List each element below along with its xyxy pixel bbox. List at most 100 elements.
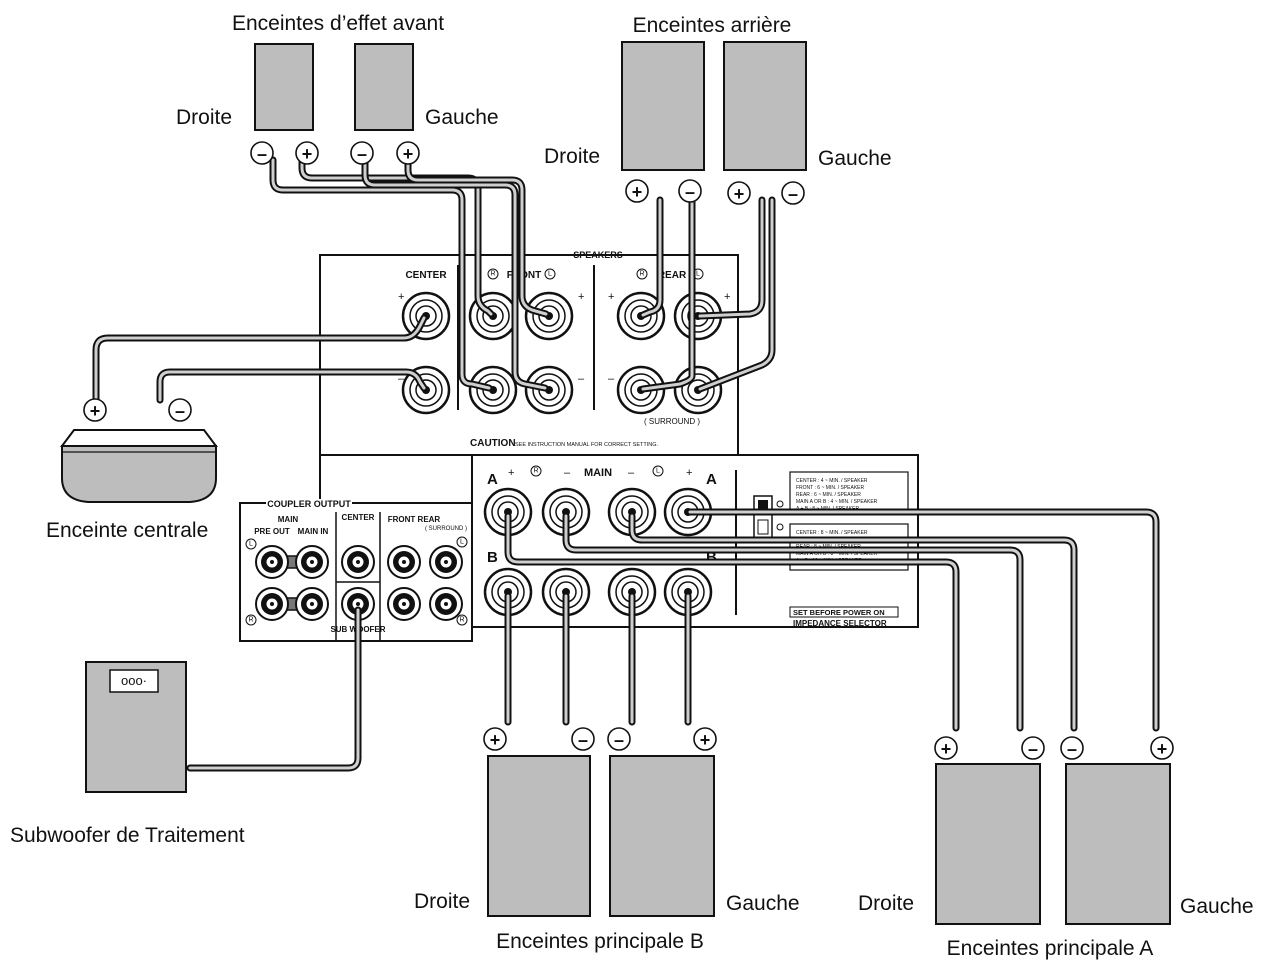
svg-text:FRONT REAR: FRONT REAR bbox=[388, 515, 441, 524]
wire-front-l-plus bbox=[404, 156, 550, 318]
front-effect-left-label: Gauche bbox=[425, 106, 499, 129]
svg-text:–: – bbox=[685, 182, 695, 202]
svg-text:–: – bbox=[578, 373, 585, 385]
svg-text:+: + bbox=[490, 730, 501, 750]
svg-text:+: + bbox=[608, 291, 614, 303]
center-out-jack[interactable] bbox=[341, 545, 375, 579]
rear-out-r-jack[interactable] bbox=[429, 587, 463, 621]
main-b-l-plus-marker: + bbox=[693, 727, 717, 751]
main-b-r-minus-terminal[interactable] bbox=[541, 567, 591, 617]
svg-text:–: – bbox=[1028, 739, 1038, 759]
svg-text:SET BEFORE POWER ON: SET BEFORE POWER ON bbox=[793, 608, 885, 617]
speaker-wires bbox=[92, 156, 1160, 772]
svg-text:+: + bbox=[403, 144, 414, 164]
rear-out-l-jack[interactable] bbox=[429, 545, 463, 579]
main-b-r-minus-marker: – bbox=[571, 727, 595, 751]
wire-rear-l-plus bbox=[696, 196, 766, 320]
svg-text:IMPEDANCE SELECTOR: IMPEDANCE SELECTOR bbox=[793, 619, 887, 628]
main-b-l-minus-marker: – bbox=[607, 727, 631, 751]
wire-main-a-r-plus bbox=[504, 512, 960, 732]
svg-text:–: – bbox=[1067, 739, 1077, 759]
surround-label: ( SURROUND ) bbox=[644, 417, 700, 426]
front-effect-r-minus-marker: – bbox=[250, 141, 274, 165]
svg-text:–: – bbox=[628, 467, 635, 479]
svg-text:COUPLER OUTPUT: COUPLER OUTPUT bbox=[267, 499, 351, 509]
main-heading: MAIN bbox=[584, 467, 612, 479]
center-speaker bbox=[60, 429, 218, 503]
wire-center-minus bbox=[156, 368, 428, 404]
front-effect-r-plus-marker: + bbox=[295, 141, 319, 165]
svg-text:+: + bbox=[686, 467, 692, 479]
svg-text:L: L bbox=[460, 539, 464, 546]
svg-text:–: – bbox=[257, 144, 267, 164]
svg-text:R: R bbox=[248, 617, 253, 624]
main-a-l-minus-marker: – bbox=[1060, 736, 1084, 760]
center-speaker-label: Enceinte centrale bbox=[46, 519, 208, 542]
front-l-plus-terminal[interactable] bbox=[524, 291, 574, 341]
rear-r-minus-marker: – bbox=[678, 179, 702, 203]
main-a-right-label: A bbox=[706, 471, 717, 488]
center-plus-marker: + bbox=[83, 398, 107, 422]
main-a-l-minus-terminal[interactable] bbox=[607, 487, 657, 537]
main-b-left-label: Gauche bbox=[726, 892, 800, 915]
labels: Enceintes d’effet avant Droite Gauche En… bbox=[10, 12, 1254, 960]
rca-jacks bbox=[255, 545, 463, 621]
wire-rear-l-minus bbox=[696, 196, 776, 393]
front-l-minus-terminal[interactable] bbox=[524, 365, 574, 415]
rear-r-minus-terminal[interactable] bbox=[616, 365, 666, 415]
main-a-r-plus-terminal[interactable] bbox=[483, 487, 533, 537]
main-b-r-plus-marker: + bbox=[483, 727, 507, 751]
front-out-l-jack[interactable] bbox=[387, 545, 421, 579]
svg-text:+: + bbox=[1157, 739, 1168, 759]
speakers-panel bbox=[319, 254, 739, 456]
subwoofer-speaker: ooo· bbox=[85, 661, 187, 793]
pre-out-r-jack[interactable] bbox=[255, 587, 289, 621]
svg-text:PRE OUT: PRE OUT bbox=[254, 527, 290, 536]
speakers-heading: SPEAKERS bbox=[573, 250, 623, 260]
polarity-markers: –+–++–+–+–+––++––+ bbox=[83, 141, 1174, 760]
main-in-l-jack[interactable] bbox=[295, 545, 329, 579]
svg-text:–: – bbox=[398, 373, 405, 385]
main-a-l-plus-marker: + bbox=[1150, 736, 1174, 760]
svg-text:REAR: REAR bbox=[658, 270, 687, 281]
main-b-left-speaker bbox=[609, 755, 715, 917]
svg-text:+: + bbox=[90, 401, 101, 421]
main-in-r-jack[interactable] bbox=[295, 587, 329, 621]
svg-text:+: + bbox=[734, 184, 745, 204]
center-minus-marker: – bbox=[168, 398, 192, 422]
wire-center-plus bbox=[92, 314, 428, 404]
svg-text:R: R bbox=[639, 271, 644, 278]
wire-main-a-l-minus bbox=[628, 512, 1078, 732]
main-a-right-label: Droite bbox=[858, 892, 914, 915]
front-out-r-jack[interactable] bbox=[387, 587, 421, 621]
main-b-right-label: B bbox=[706, 549, 717, 566]
svg-text:+: + bbox=[700, 730, 711, 750]
rear-title: Enceintes arrière bbox=[633, 14, 792, 37]
svg-text:R: R bbox=[490, 271, 495, 278]
rear-l-minus-marker: – bbox=[781, 181, 805, 205]
svg-text:MAIN A OR B : 8 ~ MIN. / SPEAK: MAIN A OR B : 8 ~ MIN. / SPEAKER bbox=[796, 551, 878, 557]
front-effect-title: Enceintes d’effet avant bbox=[232, 12, 444, 35]
svg-text:+: + bbox=[941, 739, 952, 759]
front-effect-right-speaker bbox=[254, 43, 314, 131]
svg-text:MAIN IN: MAIN IN bbox=[298, 527, 329, 536]
svg-text:–: – bbox=[578, 730, 588, 750]
svg-text:–: – bbox=[357, 144, 367, 164]
svg-text:L: L bbox=[696, 271, 700, 278]
rear-left-label: Gauche bbox=[818, 147, 892, 170]
wire-rear-r-plus bbox=[639, 196, 664, 319]
speakers: ooo· bbox=[60, 41, 1171, 925]
rear-right-speaker bbox=[621, 41, 705, 171]
caution-note: SEE INSTRUCTION MANUAL FOR CORRECT SETTI… bbox=[515, 442, 658, 448]
front-effect-l-minus-marker: – bbox=[350, 141, 374, 165]
pre-out-l-jack[interactable] bbox=[255, 545, 289, 579]
svg-text:+: + bbox=[724, 291, 730, 303]
svg-text:L: L bbox=[249, 541, 253, 548]
receiver-back-panel: SPEAKERS CENTER R FRONT L R REAR L + – +… bbox=[239, 250, 919, 642]
front-effect-l-plus-marker: + bbox=[396, 141, 420, 165]
main-a-right-speaker bbox=[935, 763, 1041, 925]
svg-text:MAIN: MAIN bbox=[278, 515, 299, 524]
rear-l-plus-marker: + bbox=[727, 181, 751, 205]
front-r-minus-terminal[interactable] bbox=[468, 365, 518, 415]
